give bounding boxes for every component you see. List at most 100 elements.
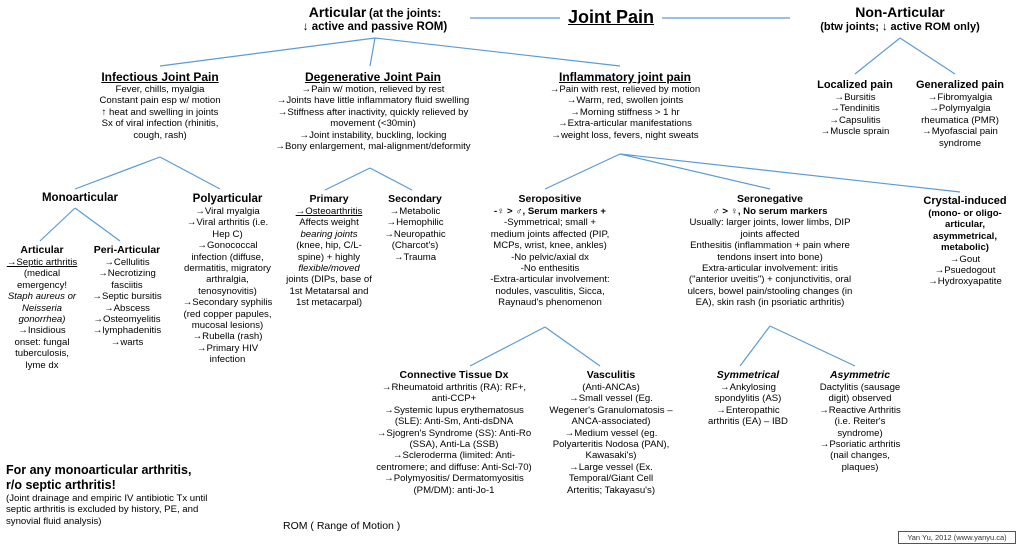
- seropositive-line: medium joints affected (PIP,: [490, 228, 610, 240]
- peri-articular-line: →Necrotizing: [98, 268, 156, 280]
- crystal-heading-line: (mono- or oligo-: [928, 208, 1002, 219]
- connective-heading: Connective Tissue Dx: [399, 369, 509, 381]
- peri-articular-line: →Osteomyelitis: [93, 314, 161, 326]
- rom-note: ROM ( Range of Motion ): [283, 520, 401, 532]
- peri-articular-line: →Septic bursitis: [92, 291, 162, 303]
- degenerative-line: →Joints have little inflammatory fluid s…: [276, 95, 470, 107]
- connective-line: anti-CCP+: [431, 393, 477, 405]
- infectious-line: Constant pain esp w/ motion: [99, 95, 221, 107]
- connective-line: centromere; and diffuse: Anti-Scl-70): [376, 461, 532, 473]
- inflammatory-heading: Inflammatory joint pain: [558, 70, 691, 84]
- connective-line: (SLE): Anti-Sm, Anti-dsDNA: [394, 416, 514, 428]
- symmetrical-line: →Enteropathic: [716, 404, 780, 416]
- secondary-line: →Trauma: [393, 251, 437, 263]
- articular-sub-line: gonorrhea): [18, 314, 66, 326]
- primary-line: →Osteoarthritis: [295, 206, 363, 217]
- monoarticular-note-line: synovial fluid analysis): [6, 515, 102, 527]
- crystal-heading-line: articular,: [945, 219, 985, 231]
- articular-sub-heading: Articular: [20, 244, 64, 256]
- primary-line: spine) + highly: [297, 251, 361, 263]
- seronegative-line: ("anterior uveitis") + conjunctivitis, o…: [688, 274, 852, 286]
- peri-articular-line: →Abscess: [104, 302, 150, 314]
- peri-articular-line: fasciitis: [111, 279, 143, 291]
- asymmetric-line: plaques): [841, 461, 879, 473]
- crystal-block: Crystal-induced (mono- or oligo- articul…: [912, 195, 1018, 288]
- localized-item: →Tendinitis: [830, 103, 880, 115]
- primary-line: bearing joints: [300, 228, 358, 240]
- crystal-heading-line: metabolic): [941, 242, 989, 254]
- vasculitis-line: Temporal/Giant Cell: [568, 473, 654, 485]
- vasculitis-line: →Medium vessel (eg.: [564, 427, 658, 439]
- peri-articular-line: →lymphadenitis: [92, 325, 162, 337]
- polyarticular-line: →Primary HIV: [196, 342, 259, 354]
- seronegative-line: Usually: larger joints, lower limbs, DIP: [689, 217, 851, 229]
- degenerative-heading: Degenerative Joint Pain: [304, 70, 442, 84]
- infectious-block: Infectious Joint Pain Fever, chills, mya…: [70, 70, 250, 141]
- polyarticular-line: →Viral arthritis (i.e.: [186, 217, 269, 229]
- localized-item: →Muscle sprain: [820, 126, 890, 138]
- articular-sub-line: tuberculosis,: [15, 348, 69, 360]
- symmetrical-line: spondylitis (AS): [714, 393, 782, 405]
- crystal-item: →Psuedogout: [934, 265, 996, 277]
- localized-block: Localized pain →Bursitis →Tendinitis →Ca…: [800, 78, 910, 138]
- seronegative-heading: Seronegative: [737, 193, 803, 205]
- asymmetric-line: →Reactive Arthritis: [819, 404, 901, 416]
- inflammatory-block: Inflammatory joint pain →Pain with rest,…: [530, 70, 720, 141]
- primary-block: Primary →Osteoarthritis Affects weight b…: [283, 193, 375, 309]
- asymmetric-line: (i.e. Reiter's: [834, 416, 886, 428]
- monoarticular-note-line: septic arthritis is excluded by history,…: [6, 504, 199, 516]
- polyarticular-line: dermatitis, migratory: [184, 263, 271, 275]
- infectious-heading: Infectious Joint Pain: [101, 70, 219, 84]
- localized-heading: Localized pain: [817, 79, 893, 91]
- infectious-line: ↑ heat and swelling in joints: [101, 106, 219, 118]
- vasculitis-line: ANCA-associated): [571, 416, 651, 428]
- secondary-line: (Charcot's): [391, 240, 439, 252]
- connective-line: →Polymyositis/ Dermatomyositis: [384, 473, 524, 485]
- inflammatory-line: →weight loss, fevers, night sweats: [551, 129, 699, 141]
- generalized-block: Generalized pain →Fibromyalgia →Polymyal…: [905, 78, 1015, 149]
- seropositive-line: -No pelvic/axial dx: [511, 251, 589, 263]
- articular-sub-line: (medical: [23, 268, 61, 280]
- secondary-line: →Hemophilic: [386, 217, 444, 229]
- vasculitis-line: Kawasaki's): [585, 450, 637, 462]
- primary-line: (knee, hip, C/L-: [296, 240, 362, 252]
- page-title: Joint Pain: [567, 7, 654, 27]
- vasculitis-line: (Anti-ANCAs): [582, 382, 640, 393]
- articular-sub-line: emergency!: [16, 279, 68, 291]
- monoarticular-note-block: For any monoarticular arthritis, r/o sep…: [6, 463, 276, 527]
- inflammatory-line: →Extra-articular manifestations: [558, 118, 692, 130]
- secondary-heading: Secondary: [388, 193, 442, 205]
- degenerative-line: movement (<30min): [330, 118, 416, 130]
- credit-box: Yan Yu, 2012 (www.yanyu.ca): [898, 531, 1016, 544]
- connective-line: (SSA), Anti-La (SSB): [409, 439, 499, 451]
- localized-item: →Capsulitis: [829, 114, 881, 126]
- monoarticular-note-heading2: r/o septic arthritis!: [6, 478, 116, 492]
- vasculitis-line: Wegener's Granulomatosis –: [549, 404, 673, 416]
- secondary-line: →Neuropathic: [384, 228, 446, 240]
- crystal-heading-line: asymmetrical,: [933, 230, 997, 242]
- peri-articular-line: →Cellulitis: [104, 257, 150, 268]
- degenerative-line: →Stiffness after inactivity, quickly rel…: [277, 106, 469, 118]
- vasculitis-line: Polyarteritis Nodosa (PAN),: [552, 439, 670, 451]
- polyarticular-line: mucosal lesions): [191, 320, 264, 332]
- polyarticular-heading: Polyarticular: [192, 193, 263, 205]
- seronegative-line: EA), skin rash (in psoriatic arthritis): [695, 297, 845, 309]
- asymmetric-line: (nail changes,: [830, 450, 890, 462]
- symmetrical-heading: Symmetrical: [716, 369, 780, 381]
- articular-sub-line: Staph aureus or: [7, 291, 77, 303]
- crystal-item: →Gout: [949, 253, 981, 265]
- connective-line: →Rheumatoid arthritis (RA): RF+,: [381, 382, 527, 393]
- articular-sub-line: Neisseria: [22, 302, 62, 314]
- articular-sub-line: onset: fungal: [14, 336, 70, 348]
- connective-line: →Sjogren's Syndrome (SS): Anti-Ro: [376, 427, 532, 439]
- non-articular-heading: Non-Articular: [855, 4, 945, 20]
- generalized-heading: Generalized pain: [915, 79, 1005, 91]
- polyarticular-block: Polyarticular →Viral myalgia →Viral arth…: [175, 192, 280, 366]
- monoarticular-note-line: (Joint drainage and empiric IV antibioti…: [6, 493, 208, 504]
- seropositive-line: nodules, vasculitis, Sicca,: [495, 285, 605, 297]
- non-articular-heading-block: Non-Articular (btw joints; ↓ active ROM …: [790, 4, 1010, 35]
- articular-sub-line: →Insidious: [18, 325, 66, 337]
- symmetrical-line: arthritis (EA) – IBD: [708, 416, 788, 428]
- inflammatory-line: →Pain with rest, relieved by motion: [549, 84, 701, 95]
- monoarticular-note-heading: For any monoarticular arthritis,: [6, 463, 192, 477]
